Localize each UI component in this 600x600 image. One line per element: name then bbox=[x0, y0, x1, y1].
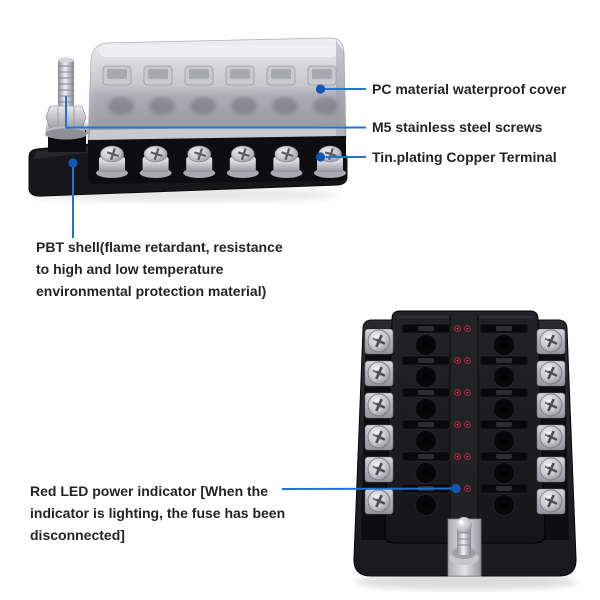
fuse-slot-clip bbox=[496, 326, 512, 331]
red-led-glint bbox=[466, 455, 469, 458]
drop-shadow bbox=[354, 574, 578, 590]
fuse-slot-clip bbox=[496, 390, 512, 395]
label-red-led-line2: indicator is lighting, the fuse has been bbox=[30, 505, 286, 521]
cover-bump-top bbox=[230, 69, 250, 79]
mounting-screw bbox=[363, 391, 395, 420]
mounting-screw bbox=[363, 487, 395, 516]
red-led-column bbox=[454, 325, 471, 492]
label-red-led-line3: disconnected] bbox=[30, 527, 125, 543]
fuse-box-side-view-photo bbox=[28, 37, 348, 202]
cover-bump-top bbox=[189, 69, 209, 79]
mounting-screw bbox=[535, 455, 567, 484]
label-copper-terminal: Tin.plating Copper Terminal bbox=[372, 149, 557, 165]
fuse-socket-pin bbox=[500, 501, 508, 509]
callout-line-m5-screws bbox=[65, 96, 366, 129]
cover-bump-top bbox=[271, 69, 291, 79]
fuse-socket-pin bbox=[422, 469, 430, 477]
label-pbt-shell-line2: to high and low temperature bbox=[36, 261, 224, 277]
mounting-screw bbox=[535, 487, 567, 516]
fuse-slot-clip bbox=[496, 486, 512, 491]
red-led-glint bbox=[466, 423, 469, 426]
fuse-slot-clip bbox=[418, 454, 434, 459]
cover-bump-top bbox=[107, 69, 127, 79]
fuse-slot-clip bbox=[418, 390, 434, 395]
fuse-slot-clip bbox=[496, 422, 512, 427]
cover-bump-top bbox=[312, 69, 332, 79]
mounting-screw bbox=[535, 327, 567, 356]
fuse-socket-pin bbox=[500, 373, 508, 381]
cover-fuse-bumps bbox=[102, 65, 337, 86]
red-led-glint bbox=[456, 327, 459, 330]
mounting-screw bbox=[363, 359, 395, 388]
red-led-glint bbox=[456, 455, 459, 458]
fuse-socket-pin bbox=[500, 405, 508, 413]
red-led-glint bbox=[466, 391, 469, 394]
red-led-glint bbox=[466, 487, 469, 490]
mounting-screw bbox=[535, 391, 567, 420]
label-pbt-shell: PBT shell(flame retardant, resistance to… bbox=[36, 236, 283, 302]
label-red-led: Red LED power indicator [When the indica… bbox=[30, 480, 285, 546]
fuse-slot-clip bbox=[496, 358, 512, 363]
label-pbt-shell-line3: environmental protection material) bbox=[36, 283, 267, 299]
fuse-socket-pin bbox=[500, 341, 508, 349]
label-pbt-shell-line1: PBT shell(flame retardant, resistance bbox=[36, 239, 283, 255]
fuse-slot-clip bbox=[418, 358, 434, 363]
fuse-slot-grid bbox=[401, 323, 529, 516]
red-led-glint bbox=[456, 391, 459, 394]
red-led-glint bbox=[456, 423, 459, 426]
mounting-screw bbox=[535, 423, 567, 452]
fuse-socket-pin bbox=[500, 469, 508, 477]
red-led-glint bbox=[466, 327, 469, 330]
mounting-screw bbox=[363, 455, 395, 484]
callout-lines bbox=[65, 84, 461, 494]
center-stud bbox=[447, 517, 482, 577]
callout-dot-copper-terminal bbox=[315, 152, 326, 162]
fuse-slot-clip bbox=[496, 454, 512, 459]
mounting-screw bbox=[535, 359, 567, 388]
waterproof-cover bbox=[87, 37, 347, 144]
callout-dot-pc-cover bbox=[315, 84, 326, 94]
fuse-socket-pin bbox=[422, 405, 430, 413]
label-red-led-line1: Red LED power indicator [When the bbox=[30, 483, 269, 499]
fuse-socket-pin bbox=[422, 341, 430, 349]
terminal-rail bbox=[88, 136, 346, 184]
fuse-socket-pin bbox=[422, 437, 430, 445]
label-pc-cover: PC material waterproof cover bbox=[372, 81, 567, 97]
fuse-socket-pin bbox=[500, 437, 508, 445]
cover-bump-top bbox=[148, 69, 168, 79]
red-led-glint bbox=[456, 359, 459, 362]
red-led-glint bbox=[466, 359, 469, 362]
label-m5-screws: M5 stainless steel screws bbox=[372, 119, 543, 135]
callout-dot-red-led bbox=[451, 483, 461, 494]
callout-dot-pbt-shell bbox=[68, 158, 78, 168]
callout-line-red-led bbox=[281, 487, 453, 490]
led-center-channel bbox=[450, 315, 478, 541]
fuse-box-top-view-photo bbox=[353, 310, 578, 590]
mounting-screw bbox=[363, 327, 395, 356]
mounting-screw bbox=[363, 423, 395, 452]
fuse-socket-pin bbox=[422, 501, 430, 509]
fuse-socket-pin bbox=[422, 373, 430, 381]
fuse-slot-clip bbox=[418, 422, 434, 427]
fuse-slot-clip bbox=[418, 326, 434, 331]
